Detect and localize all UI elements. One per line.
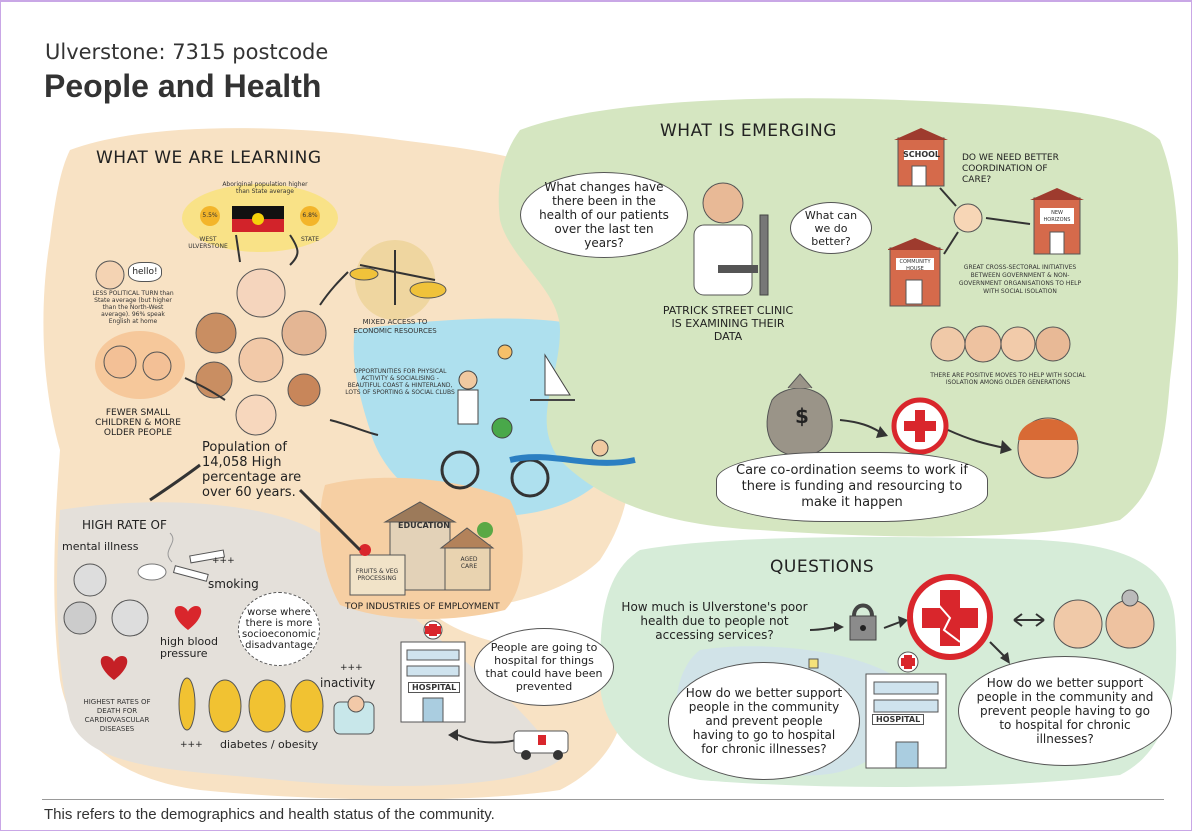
industries-buildings xyxy=(349,501,495,596)
fruits-sign: FRUITS & VEG PROCESSING xyxy=(355,568,399,582)
older-people-faces xyxy=(930,325,1071,363)
page-subtitle: Ulverstone: 7315 postcode xyxy=(45,40,329,64)
heart-pulse-icon xyxy=(174,606,202,630)
smoking-plusses: +++ xyxy=(212,556,235,566)
hospital-note-bubble: People are going to hospital for things … xyxy=(474,628,614,706)
care-statement: Care co-ordination seems to work if ther… xyxy=(736,463,968,510)
hospital-sign: HOSPITAL xyxy=(408,682,461,693)
hospital-building-icon-2 xyxy=(865,651,947,769)
cigarette-icon xyxy=(167,532,226,582)
elderly-woman-face-icon xyxy=(1105,599,1155,649)
better-question: What can we do better? xyxy=(804,208,858,248)
bicycle-icon xyxy=(440,450,480,490)
questions-heading: QUESTIONS xyxy=(770,557,875,577)
disadvantage-bubble: worse where there is more socioeconomic … xyxy=(238,592,320,666)
armchair-person-icon xyxy=(333,695,375,735)
swimmer-icon xyxy=(591,439,609,457)
population-text: Population of 14,058 High percentage are… xyxy=(202,440,302,500)
aboriginal-graphic xyxy=(182,184,338,252)
scales-icon xyxy=(349,240,447,320)
death-rates-text: HIGHEST RATES OF DEATH FOR CARDIOVASCULA… xyxy=(83,698,151,733)
community-house-sign: COMMUNITY HOUSE xyxy=(899,259,931,272)
question-three-bubble: How do we better support people in the c… xyxy=(958,656,1172,766)
diabetes-plusses: +++ xyxy=(180,740,203,750)
hospital-note: People are going to hospital for things … xyxy=(485,641,603,693)
inactivity-plusses: +++ xyxy=(340,663,363,673)
west-label: WEST ULVERSTONE xyxy=(188,236,228,250)
emerging-heading: WHAT IS EMERGING xyxy=(660,121,837,141)
better-bubble: What can we do better? xyxy=(790,202,872,254)
question-two-bubble: How do we better support people in the c… xyxy=(668,662,860,780)
clinic-text: PATRICK STREET CLINIC IS EXAMINING THEIR… xyxy=(662,304,794,343)
sports-illustration xyxy=(440,344,636,498)
community-buildings xyxy=(888,128,1084,307)
doctor-at-computer-icon xyxy=(693,182,769,296)
small-square-icon xyxy=(808,658,819,669)
mental-illness-label: mental illness xyxy=(62,540,139,553)
positive-moves-text: THERE ARE POSITIVE MOVES TO HELP WITH SO… xyxy=(930,372,1086,386)
education-sign: EDUCATION xyxy=(398,521,450,530)
page-title: People and Health xyxy=(44,68,322,104)
obesity-figures xyxy=(178,677,324,733)
hello-bubble: hello! xyxy=(128,262,162,282)
high-rate-heading: HIGH RATE OF xyxy=(82,518,167,532)
questions-graphics xyxy=(809,574,1155,664)
question-two: How do we better support people in the c… xyxy=(685,686,843,756)
people-faces xyxy=(195,268,327,436)
education-note: LESS POLITICAL TURN than State average (… xyxy=(92,290,174,325)
smoking-label: smoking xyxy=(208,577,259,591)
aboriginal-caption: Aboriginal population higher than State … xyxy=(222,181,308,195)
diabetes-label: diabetes / obesity xyxy=(220,738,319,751)
opportunities-text: OPPORTUNITIES FOR PHYSICAL ACTIVITY & SO… xyxy=(345,368,455,396)
blood-pressure-label: high blood pressure xyxy=(160,635,218,660)
school-sign: SCHOOL xyxy=(903,150,941,159)
children-icon xyxy=(95,331,185,399)
state-percentage: 6.8% xyxy=(302,212,318,219)
industries-label: TOP INDUSTRIES OF EMPLOYMENT xyxy=(345,602,500,612)
fewer-children: FEWER SMALL CHILDREN & MORE OLDER PEOPLE xyxy=(95,408,181,438)
runner-icon xyxy=(458,370,478,390)
footer-caption: This refers to the demographics and heal… xyxy=(44,806,495,823)
surfer-icon xyxy=(497,344,513,360)
coordination-text: DO WE NEED BETTER COORDINATION OF CARE? xyxy=(962,153,1059,185)
cross-sectoral-text: GREAT CROSS-SECTORAL INITIATIVES BETWEEN… xyxy=(958,264,1082,295)
hospital-sign-2: HOSPITAL xyxy=(872,714,925,725)
double-arrow-icon xyxy=(1013,613,1045,627)
elderly-man-face-icon xyxy=(1053,599,1103,649)
ambulance-icon xyxy=(448,729,569,760)
inactivity-label: inactivity xyxy=(320,676,376,690)
state-label: STATE xyxy=(300,236,320,243)
question-three: How do we better support people in the c… xyxy=(976,676,1154,746)
footer-divider xyxy=(42,799,1164,800)
disadvantage-text: worse where there is more socioeconomic … xyxy=(242,607,316,651)
child-face-icon xyxy=(953,203,983,233)
aged-care-sign: AGED CARE xyxy=(460,556,478,570)
money-bag-icon xyxy=(766,387,833,457)
learning-heading: WHAT WE ARE LEARNING xyxy=(96,148,322,168)
funding-flow xyxy=(766,373,1079,479)
sailboat-icon xyxy=(544,353,571,396)
changes-bubble: What changes have there been in the heal… xyxy=(520,172,688,258)
broken-heart-icon xyxy=(100,656,128,680)
money-symbol: $ xyxy=(795,404,809,428)
elder-face-icon xyxy=(95,260,125,290)
care-statement-bubble: Care co-ordination seems to work if ther… xyxy=(716,452,988,522)
economic-resources: MIXED ACCESS TO ECONOMIC RESOURCES xyxy=(353,318,437,335)
changes-question: What changes have there been in the heal… xyxy=(539,180,669,250)
new-horizons-sign: NEW HORIZONS xyxy=(1043,210,1071,223)
question-one: How much is Ulverstone's poor health due… xyxy=(621,600,808,642)
mental-illness-faces xyxy=(63,563,167,637)
hello-text: hello! xyxy=(132,266,158,277)
west-percentage: 5.5% xyxy=(202,212,218,219)
